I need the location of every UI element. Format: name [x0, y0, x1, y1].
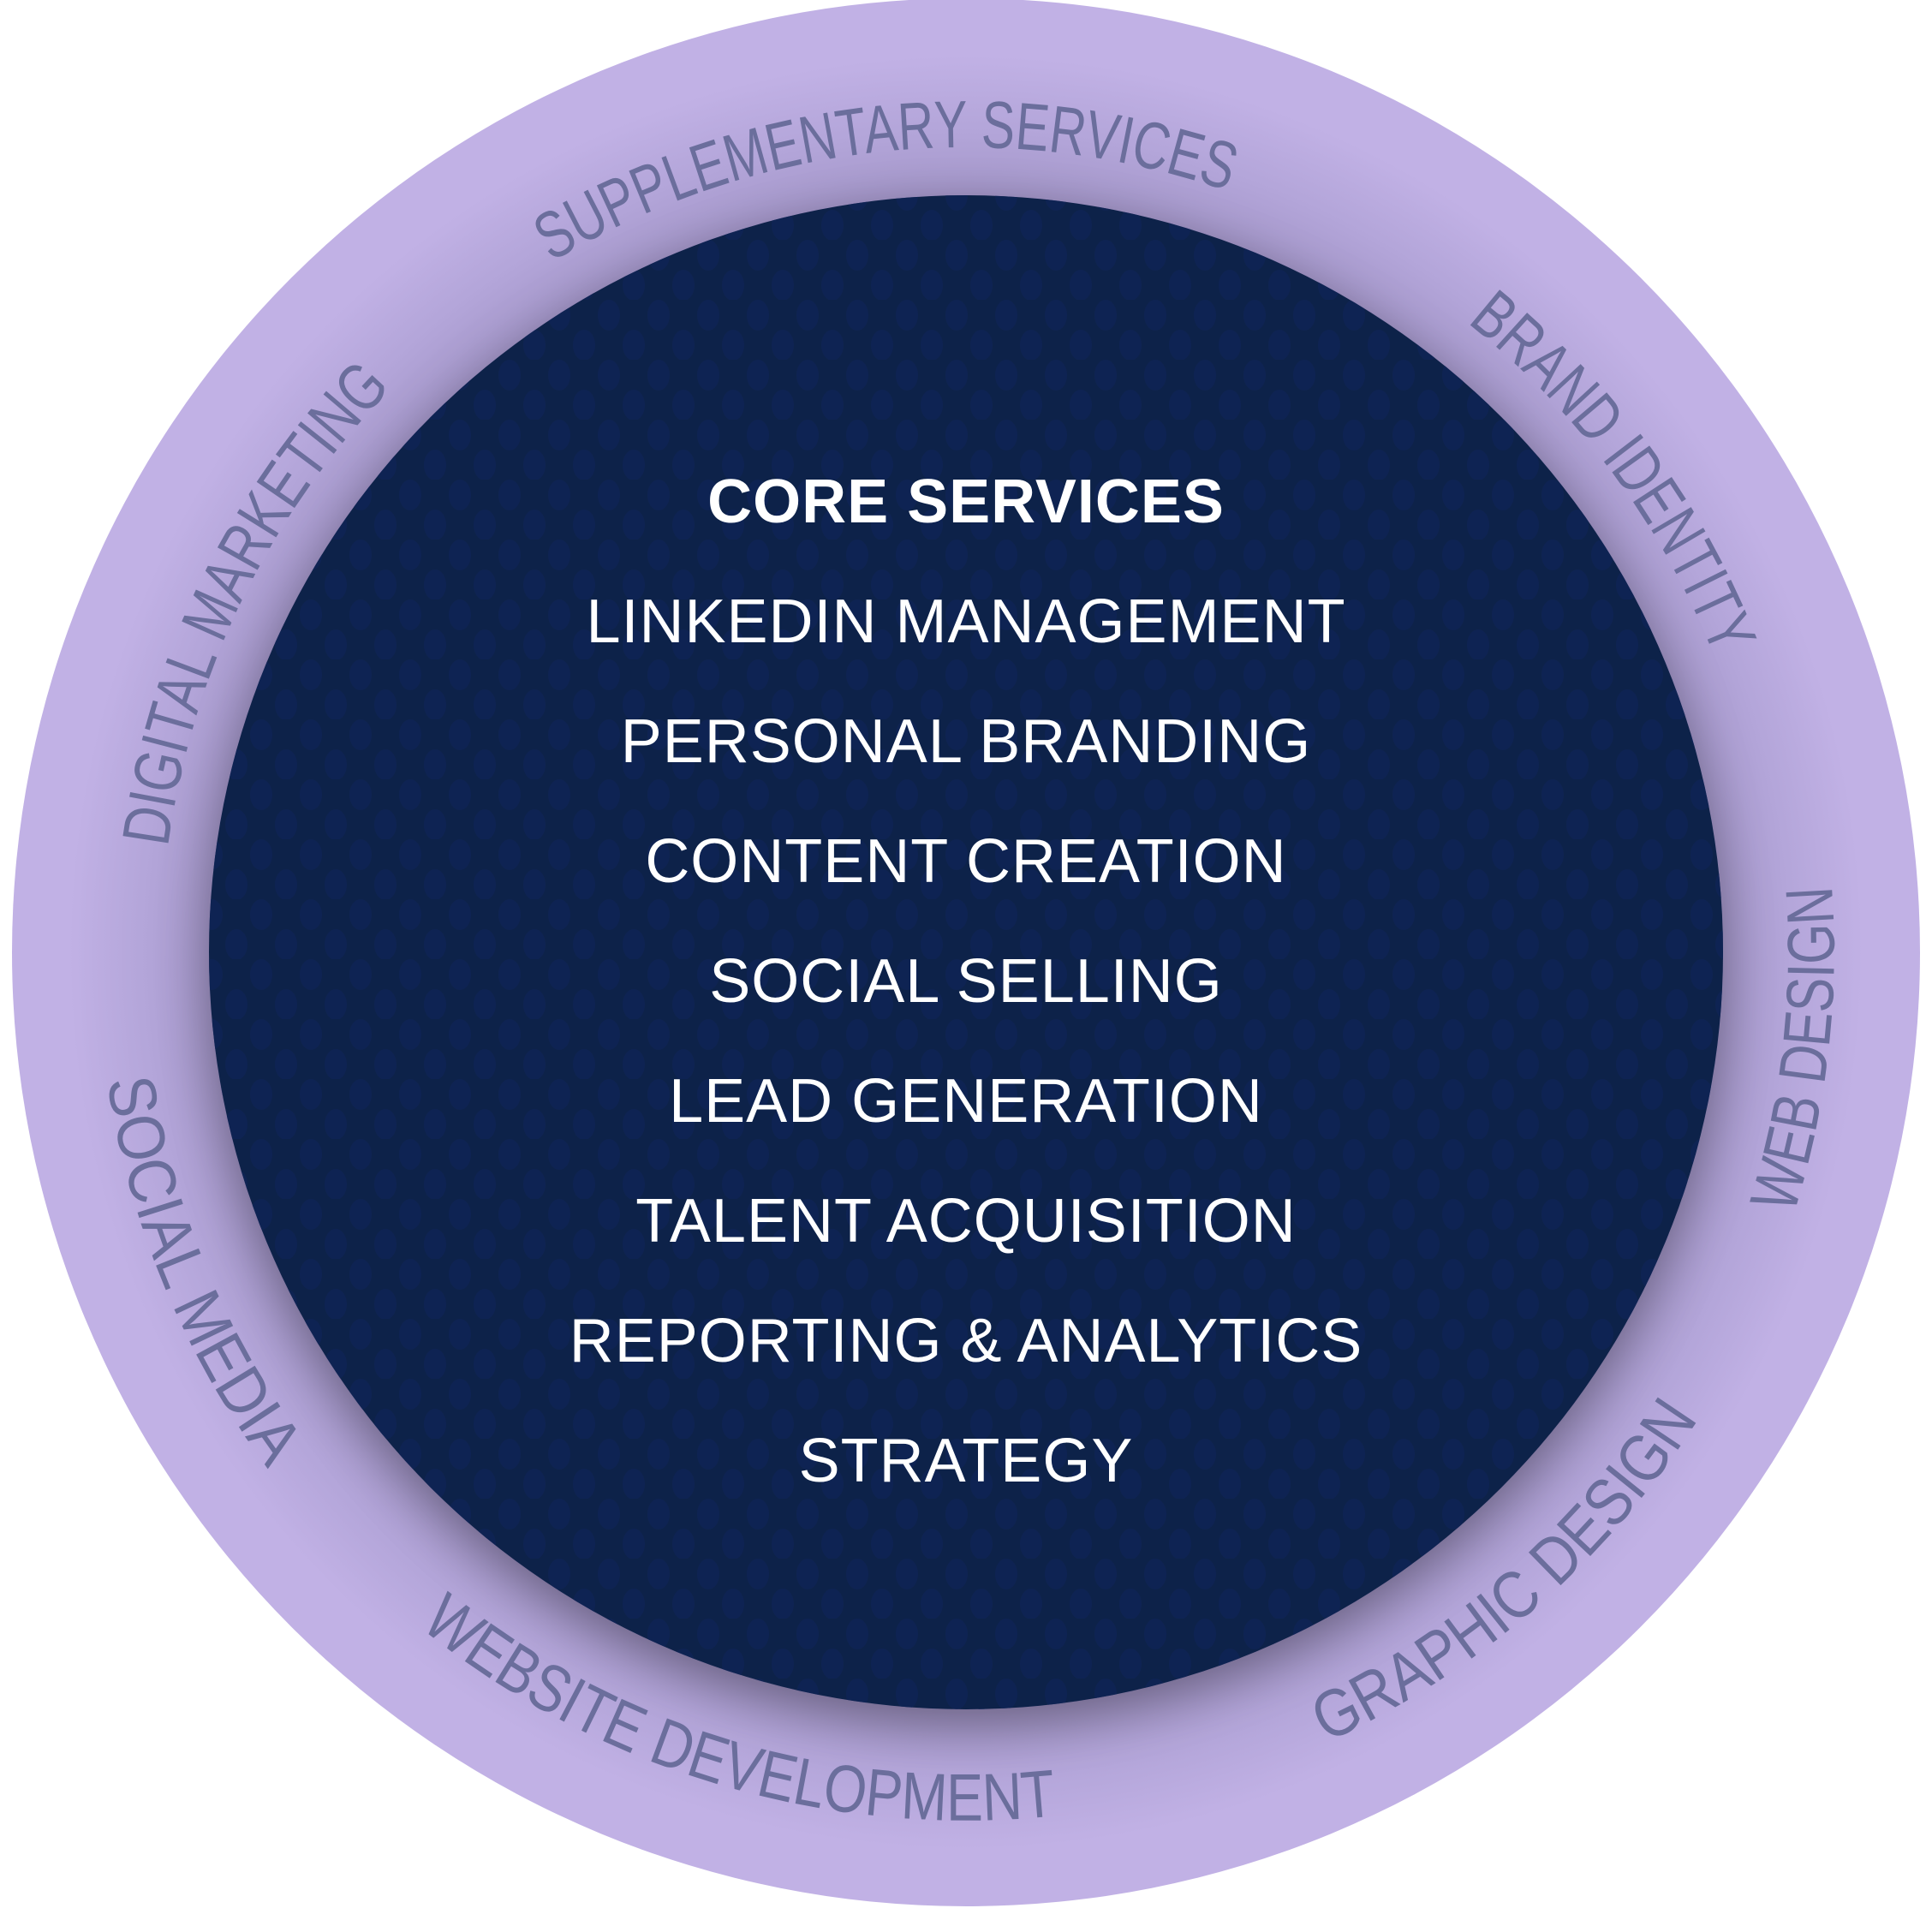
core-service-item: LINKEDIN MANAGEMENT — [586, 587, 1346, 656]
core-service-item: SOCIAL SELLING — [709, 947, 1223, 1016]
core-services-title: CORE SERVICES — [707, 468, 1225, 536]
core-service-item: REPORTING & ANALYTICS — [569, 1307, 1363, 1375]
core-service-item: CONTENT CREATION — [645, 827, 1287, 896]
core-service-item: STRATEGY — [798, 1427, 1134, 1495]
core-service-item: TALENT ACQUISITION — [635, 1187, 1297, 1255]
inner-dots-pattern — [209, 195, 1723, 1709]
core-service-item: LEAD GENERATION — [669, 1067, 1263, 1136]
core-service-item: PERSONAL BRANDING — [620, 707, 1312, 776]
